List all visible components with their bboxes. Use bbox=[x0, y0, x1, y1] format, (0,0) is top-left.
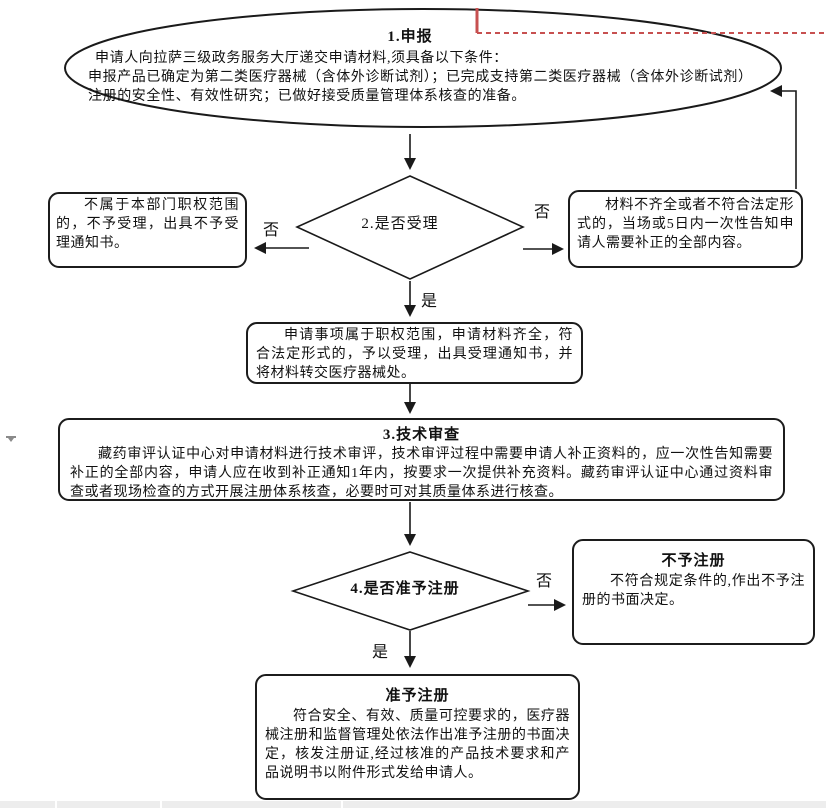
decision1-no-right-label: 否 bbox=[534, 204, 551, 221]
technical-review-text: 藏药审评认证中心对申请材料进行技术审评，技术审评过程中需要申请人补正资料的，应一… bbox=[70, 447, 773, 500]
not-accepted-box: 不属于本部门职权范围的，不予受理，出具不予受理通知书。 bbox=[48, 192, 247, 268]
bottom-table-edge bbox=[0, 801, 826, 808]
not-accepted-text: 不属于本部门职权范围的，不予受理，出具不予受理通知书。 bbox=[56, 198, 239, 251]
decision1-diamond bbox=[295, 175, 525, 280]
decision2-yes-label: 是 bbox=[372, 644, 389, 661]
grant-registration-title: 准予注册 bbox=[385, 688, 450, 704]
supplement-text: 材料不齐全或者不符合法定形式的，当场或5日内一次性告知申请人需要补正的全部内容。 bbox=[577, 198, 794, 251]
deny-registration-box: 不予注册 不符合规定条件的,作出不予注册的书面决定。 bbox=[572, 539, 815, 645]
decision1-label: 2.是否受理 bbox=[361, 216, 439, 232]
deny-registration-title: 不予注册 bbox=[661, 553, 726, 569]
start-text-line1: 申请人向拉萨三级政务服务大厅递交申请材料,须具备以下条件： bbox=[95, 51, 508, 66]
start-ellipse bbox=[64, 8, 782, 128]
decision2-diamond bbox=[290, 551, 531, 631]
accepted-text: 申请事项属于职权范围，申请材料齐全，符合法定形式的，予以受理，出具受理通知书，并… bbox=[256, 328, 573, 381]
accepted-box: 申请事项属于职权范围，申请材料齐全，符合法定形式的，予以受理，出具受理通知书，并… bbox=[246, 322, 583, 384]
start-text-line3: 注册的安全性、有效性研究；已做好接受质量管理体系核查的准备。 bbox=[88, 89, 526, 104]
grant-registration-box: 准予注册 符合安全、有效、质量可控要求的，医疗器械注册和监督管理处依法作出准予注… bbox=[255, 674, 580, 800]
decision1-yes-label: 是 bbox=[421, 293, 438, 310]
bar-divider bbox=[341, 801, 343, 808]
grant-registration-text: 符合安全、有效、质量可控要求的，医疗器械注册和监督管理处依法作出准予注册的书面决… bbox=[265, 709, 570, 781]
technical-review-box: 3.技术审查 藏药审评认证中心对申请材料进行技术审评，技术审评过程中需要申请人补… bbox=[58, 418, 785, 501]
start-title: 1.申报 bbox=[387, 29, 433, 45]
anchor-mark-icon bbox=[6, 436, 16, 442]
decision2-no-label: 否 bbox=[536, 573, 553, 590]
start-text-line2: 申报产品已确定为第二类医疗器械（含体外诊断试剂）；已完成支持第二类医疗器械（含体… bbox=[88, 70, 753, 85]
bar-divider bbox=[160, 801, 162, 808]
technical-review-title: 3.技术审查 bbox=[382, 427, 461, 443]
arrow-supplement-back-to-start bbox=[770, 85, 797, 189]
bar-divider bbox=[55, 801, 57, 808]
supplement-box: 材料不齐全或者不符合法定形式的，当场或5日内一次性告知申请人需要补正的全部内容。 bbox=[568, 190, 803, 268]
decision2-label: 4.是否准予注册 bbox=[350, 581, 460, 597]
decision1-no-left-label: 否 bbox=[263, 222, 280, 239]
deny-registration-text: 不符合规定条件的,作出不予注册的书面决定。 bbox=[582, 574, 805, 608]
